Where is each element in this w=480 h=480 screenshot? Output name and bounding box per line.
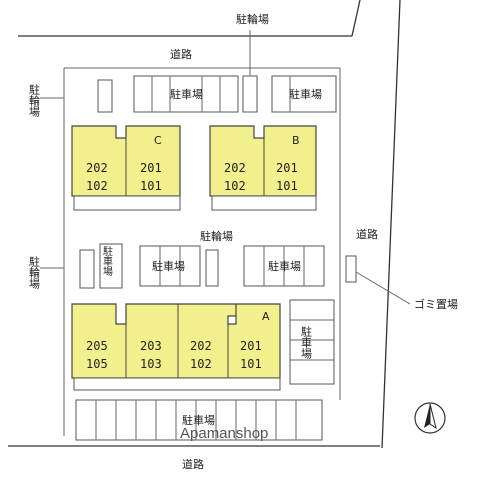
unit-c-top-1: 202: [86, 161, 108, 175]
unit-a-bottom-2: 103: [140, 357, 162, 371]
building-c-porch: [73, 195, 181, 211]
unit-c-bottom-2: 101: [140, 179, 162, 193]
parking-mid-small: [99, 243, 123, 289]
building-b-label: B: [292, 134, 300, 147]
bike-parking-label-mid: 駐輪場: [200, 229, 233, 243]
unit-b-top-1: 202: [224, 161, 246, 175]
parking-label-mid-small: 駐車場: [101, 245, 113, 277]
parking-label-mid-right: 駐車場: [268, 259, 301, 273]
parking-label-bottom: 駐車場: [182, 413, 215, 427]
parking-mid-left: [139, 245, 201, 287]
unit-b-bottom-1: 102: [224, 179, 246, 193]
parking-bottom-row: [75, 399, 323, 441]
parking-label-top-left: 駐車場: [170, 87, 203, 101]
unit-a-top-1: 205: [86, 339, 108, 353]
parking-right-column: [289, 299, 335, 385]
unit-a-bottom-1: 105: [86, 357, 108, 371]
road-label-north: 道路: [170, 47, 192, 61]
north-arrow-icon: [414, 402, 446, 434]
north-road-curve: [351, 0, 361, 37]
building-b-porch: [211, 195, 317, 211]
road-label-south: 道路: [182, 457, 204, 471]
east-road-edge: [381, 0, 401, 449]
unit-c-top-2: 201: [140, 161, 162, 175]
bike-parking-top: [242, 75, 258, 113]
garbage-label: ゴミ置場: [414, 297, 458, 311]
unit-a-top-3: 202: [190, 339, 212, 353]
bike-parking-label-mid-left: 駐輪場: [28, 255, 41, 290]
bike-parking-mid: [205, 249, 219, 287]
bike-parking-mid-left: [79, 249, 95, 289]
unit-c-bottom-1: 102: [86, 179, 108, 193]
unit-a-bottom-3: 102: [190, 357, 212, 371]
unit-b-bottom-2: 101: [276, 179, 298, 193]
leader-garbage: [355, 271, 411, 305]
parking-mid-right: [243, 245, 325, 287]
bike-parking-label-left: 駐輪場: [28, 83, 41, 118]
road-label-east: 道路: [356, 227, 378, 241]
watermark: Apamanshop: [180, 425, 268, 442]
unit-a-top-2: 203: [140, 339, 162, 353]
parking-label-right-column: 駐車場: [300, 325, 313, 360]
unit-a-top-4: 201: [240, 339, 262, 353]
parking-label-top-right: 駐車場: [289, 87, 322, 101]
unit-b-top-2: 201: [276, 161, 298, 175]
building-c-label: C: [154, 134, 162, 147]
building-a-porch: [73, 377, 281, 391]
bike-parking-left: [97, 79, 113, 113]
building-a-label: A: [262, 310, 270, 323]
unit-a-bottom-4: 101: [240, 357, 262, 371]
parking-top-right: [271, 75, 337, 113]
bike-parking-label-top: 駐輪場: [236, 12, 269, 26]
garbage-area: [345, 255, 357, 283]
parking-top-left: [133, 75, 239, 113]
parking-label-mid-left: 駐車場: [152, 259, 185, 273]
